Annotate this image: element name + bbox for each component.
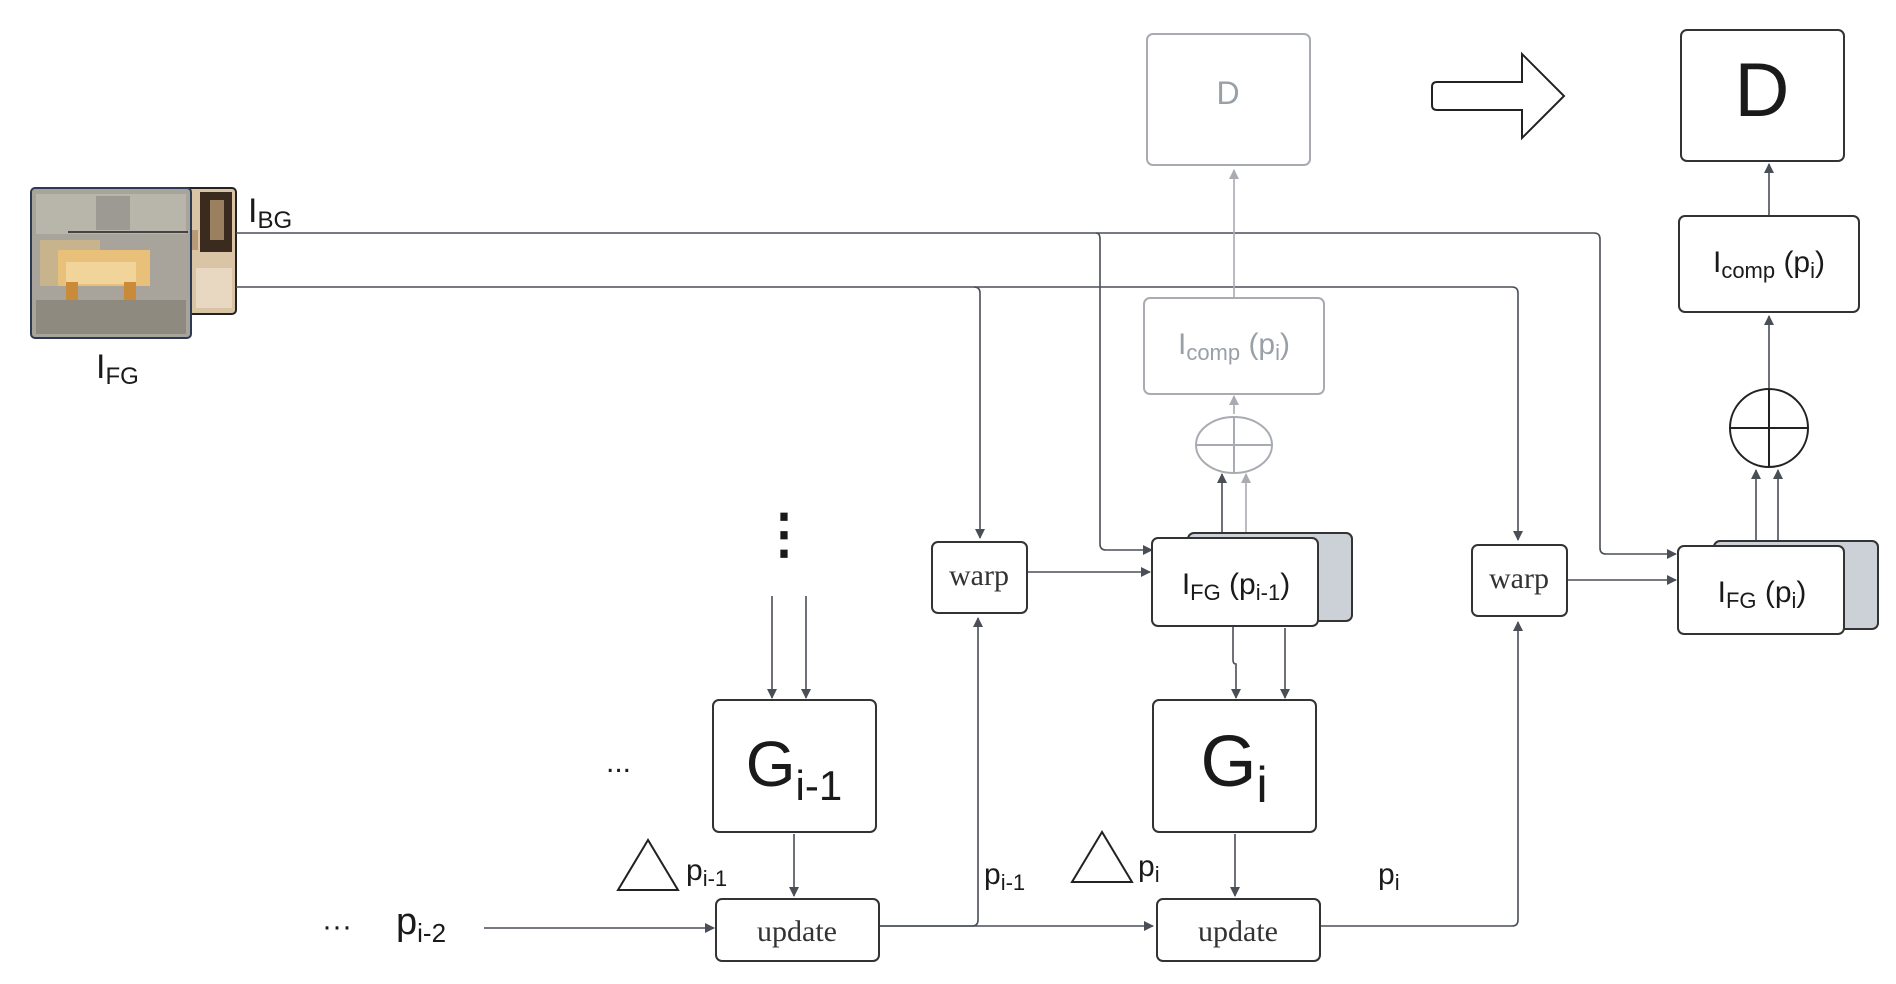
update-prev-to-warp-left-arrow [880, 617, 983, 927]
fg-to-warp-right-arrow [236, 286, 1523, 541]
faint-composite-label: Icomp (pi) [1178, 328, 1290, 365]
edge-p-prev-label: pi-1 [984, 858, 1025, 895]
faint-composite-box: Icomp (pi) [1143, 297, 1325, 395]
fg-prev-label: IFG (pi-1) [1182, 568, 1290, 605]
background-image-label: IBG [248, 192, 292, 234]
foreground-image-label: IFG [96, 348, 139, 390]
foreground-image-thumbnail [30, 187, 192, 339]
fg-prev-to-g-curr-arrow-a [1231, 625, 1241, 699]
update-right-label: update [1198, 915, 1278, 948]
composite-label: Icomp (pi) [1713, 246, 1825, 283]
update-box-left: update [715, 898, 880, 962]
delta-curr-label: pi [1138, 850, 1160, 887]
delta-curr-icon [1070, 830, 1134, 883]
fg-prev-stack: IFG (pi-1) [1151, 532, 1353, 627]
fg-to-warp-left-arrow [973, 286, 985, 539]
fg-curr-stack: IFG (pi) [1677, 540, 1879, 635]
delta-prev: pi-1 [616, 838, 727, 891]
faint-add-operator [1195, 416, 1273, 474]
warp-box-left: warp [931, 541, 1028, 614]
delta-prev-icon [616, 838, 680, 891]
delta-prev-label: pi-1 [686, 854, 727, 891]
update-box-right: update [1156, 898, 1321, 962]
ellipsis-middle: ... [606, 746, 631, 779]
g-prev-box: Gi-1 [712, 699, 877, 833]
update-curr-to-warp-right-arrow [1321, 621, 1523, 927]
fg-curr-label: IFG (pi) [1718, 576, 1807, 613]
ellipsis-left: ··· [322, 910, 352, 943]
p-prev2-label: pi-2 [396, 901, 446, 948]
vertical-dots: ⋮ [757, 504, 811, 564]
discriminator-box: D [1680, 29, 1845, 162]
discriminator-label: D [1735, 48, 1790, 133]
warp-box-right: warp [1471, 544, 1568, 617]
input-images: IBG IFG [30, 187, 292, 390]
g-curr-box: Gi [1152, 699, 1317, 833]
bg-to-fg-curr-arrow [236, 232, 1677, 559]
composite-box: Icomp (pi) [1678, 215, 1860, 313]
delta-curr: pi [1070, 830, 1160, 887]
warp-right-label: warp [1489, 562, 1549, 595]
edge-p-curr-label: pi [1378, 858, 1400, 895]
g-prev-label: Gi-1 [746, 728, 842, 809]
warp-left-label: warp [949, 559, 1009, 592]
transition-arrow-icon [1431, 51, 1566, 141]
faint-discriminator-box: D [1146, 33, 1311, 166]
faint-discriminator-label: D [1216, 75, 1239, 111]
connector-lines [236, 163, 1783, 933]
g-curr-label: Gi [1200, 722, 1267, 813]
add-operator [1729, 388, 1809, 468]
bg-to-fg-prev-arrow [1095, 232, 1153, 555]
update-left-label: update [757, 915, 837, 948]
